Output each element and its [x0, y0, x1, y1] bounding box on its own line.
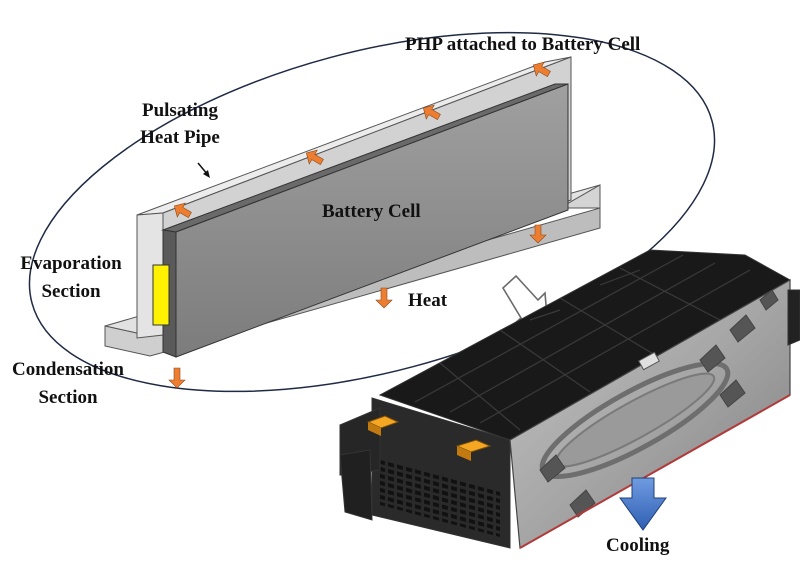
battery-cell-label: Battery Cell: [322, 201, 421, 222]
heat-arrow-icon: [173, 202, 192, 219]
battery-module: [339, 249, 800, 549]
evaporation-label: Evaporation: [20, 253, 122, 274]
terminal-icon: [455, 439, 492, 453]
php-battery-assembly: [104, 56, 601, 358]
heat-arrow-icon: [305, 149, 324, 166]
evaporation-section-label: Section: [41, 281, 101, 302]
condensation-label: Condensation: [12, 359, 124, 380]
heat-arrows: [168, 61, 551, 389]
heat-arrow-icon: [375, 287, 393, 309]
heat-arrow-icon: [422, 104, 441, 121]
heat-arrow-icon: [529, 224, 547, 244]
cooling-arrow-icon: [619, 477, 667, 531]
cooling-label: Cooling: [606, 535, 670, 556]
php-title-label: PHP attached to Battery Cell: [405, 34, 641, 55]
evaporation-section-marker: [152, 264, 170, 326]
php-outline-ellipse: [28, 31, 716, 393]
heat-arrow-icon: [532, 61, 551, 78]
pulsating-label: Pulsating: [141, 100, 219, 121]
module-top: [378, 249, 792, 441]
heat-arrow-icon: [168, 367, 186, 389]
heat-pipe-label: Heat Pipe: [140, 127, 220, 148]
condensation-section-label: Section: [38, 387, 98, 408]
heat-label: Heat: [408, 290, 448, 311]
pulsating-pointer-arrow: [197, 162, 210, 178]
